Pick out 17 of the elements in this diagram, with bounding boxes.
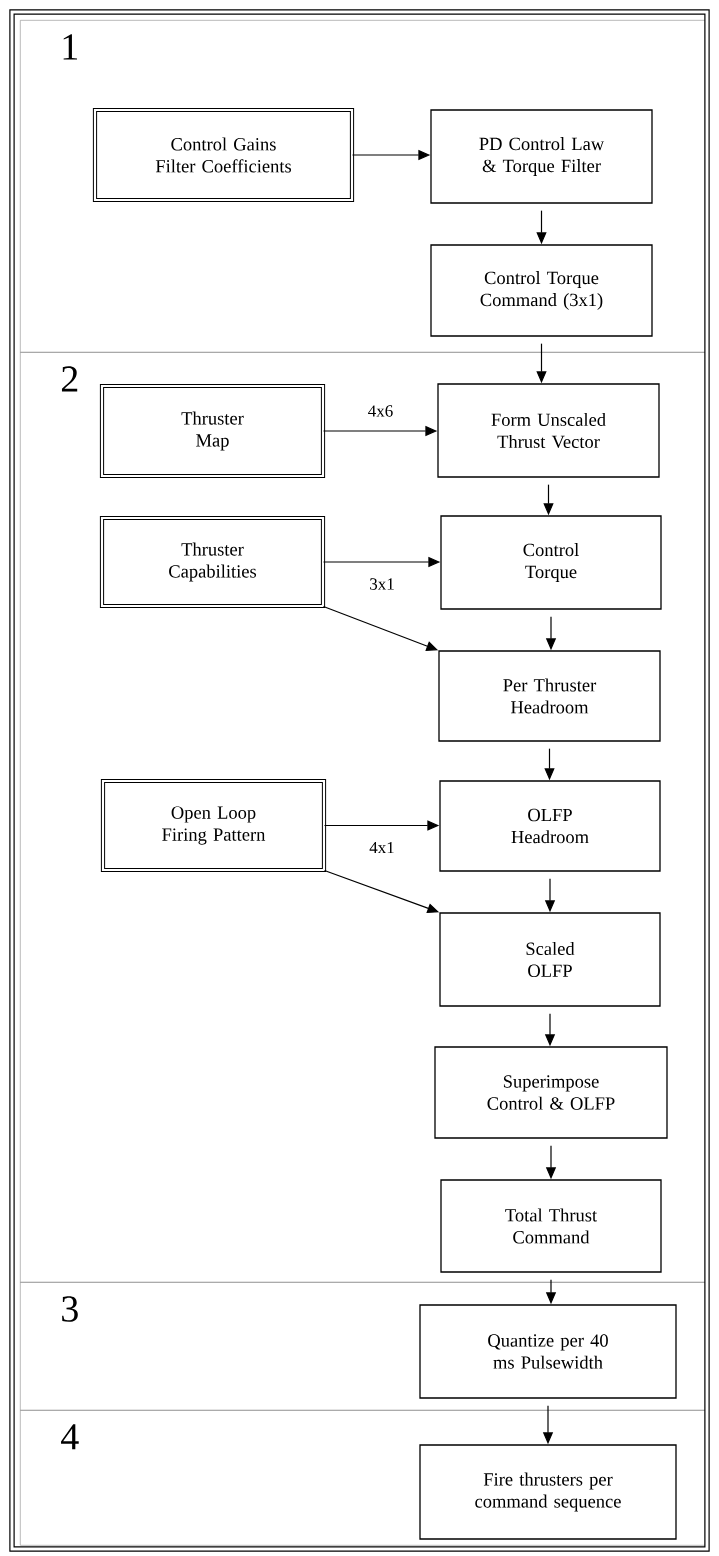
edge-label: 4x6 bbox=[366, 404, 395, 418]
process-box: Control Torque bbox=[440, 515, 662, 610]
process-box: PD Control Law & Torque Filter bbox=[430, 109, 653, 204]
input-box: Thruster Map bbox=[99, 383, 326, 479]
edge-label: 3x1 bbox=[368, 577, 396, 591]
process-box: Fire thrusters per command sequence bbox=[419, 1444, 677, 1540]
process-box: Quantize per 40 ms Pulsewidth bbox=[419, 1304, 677, 1399]
process-box: OLFP Headroom bbox=[439, 780, 661, 872]
process-box: Form Unscaled Thrust Vector bbox=[437, 383, 660, 478]
input-box: Control Gains Filter Coefficients bbox=[92, 107, 355, 203]
process-box: Total Thrust Command bbox=[440, 1179, 662, 1273]
process-box: Superimpose Control & OLFP bbox=[434, 1046, 668, 1139]
input-box: Thruster Capabilities bbox=[99, 515, 326, 609]
process-box: Control Torque Command (3x1) bbox=[430, 244, 653, 337]
process-box: Per Thruster Headroom bbox=[438, 650, 661, 742]
input-box: Open Loop Firing Pattern bbox=[100, 778, 327, 873]
process-box: Scaled OLFP bbox=[439, 912, 661, 1007]
